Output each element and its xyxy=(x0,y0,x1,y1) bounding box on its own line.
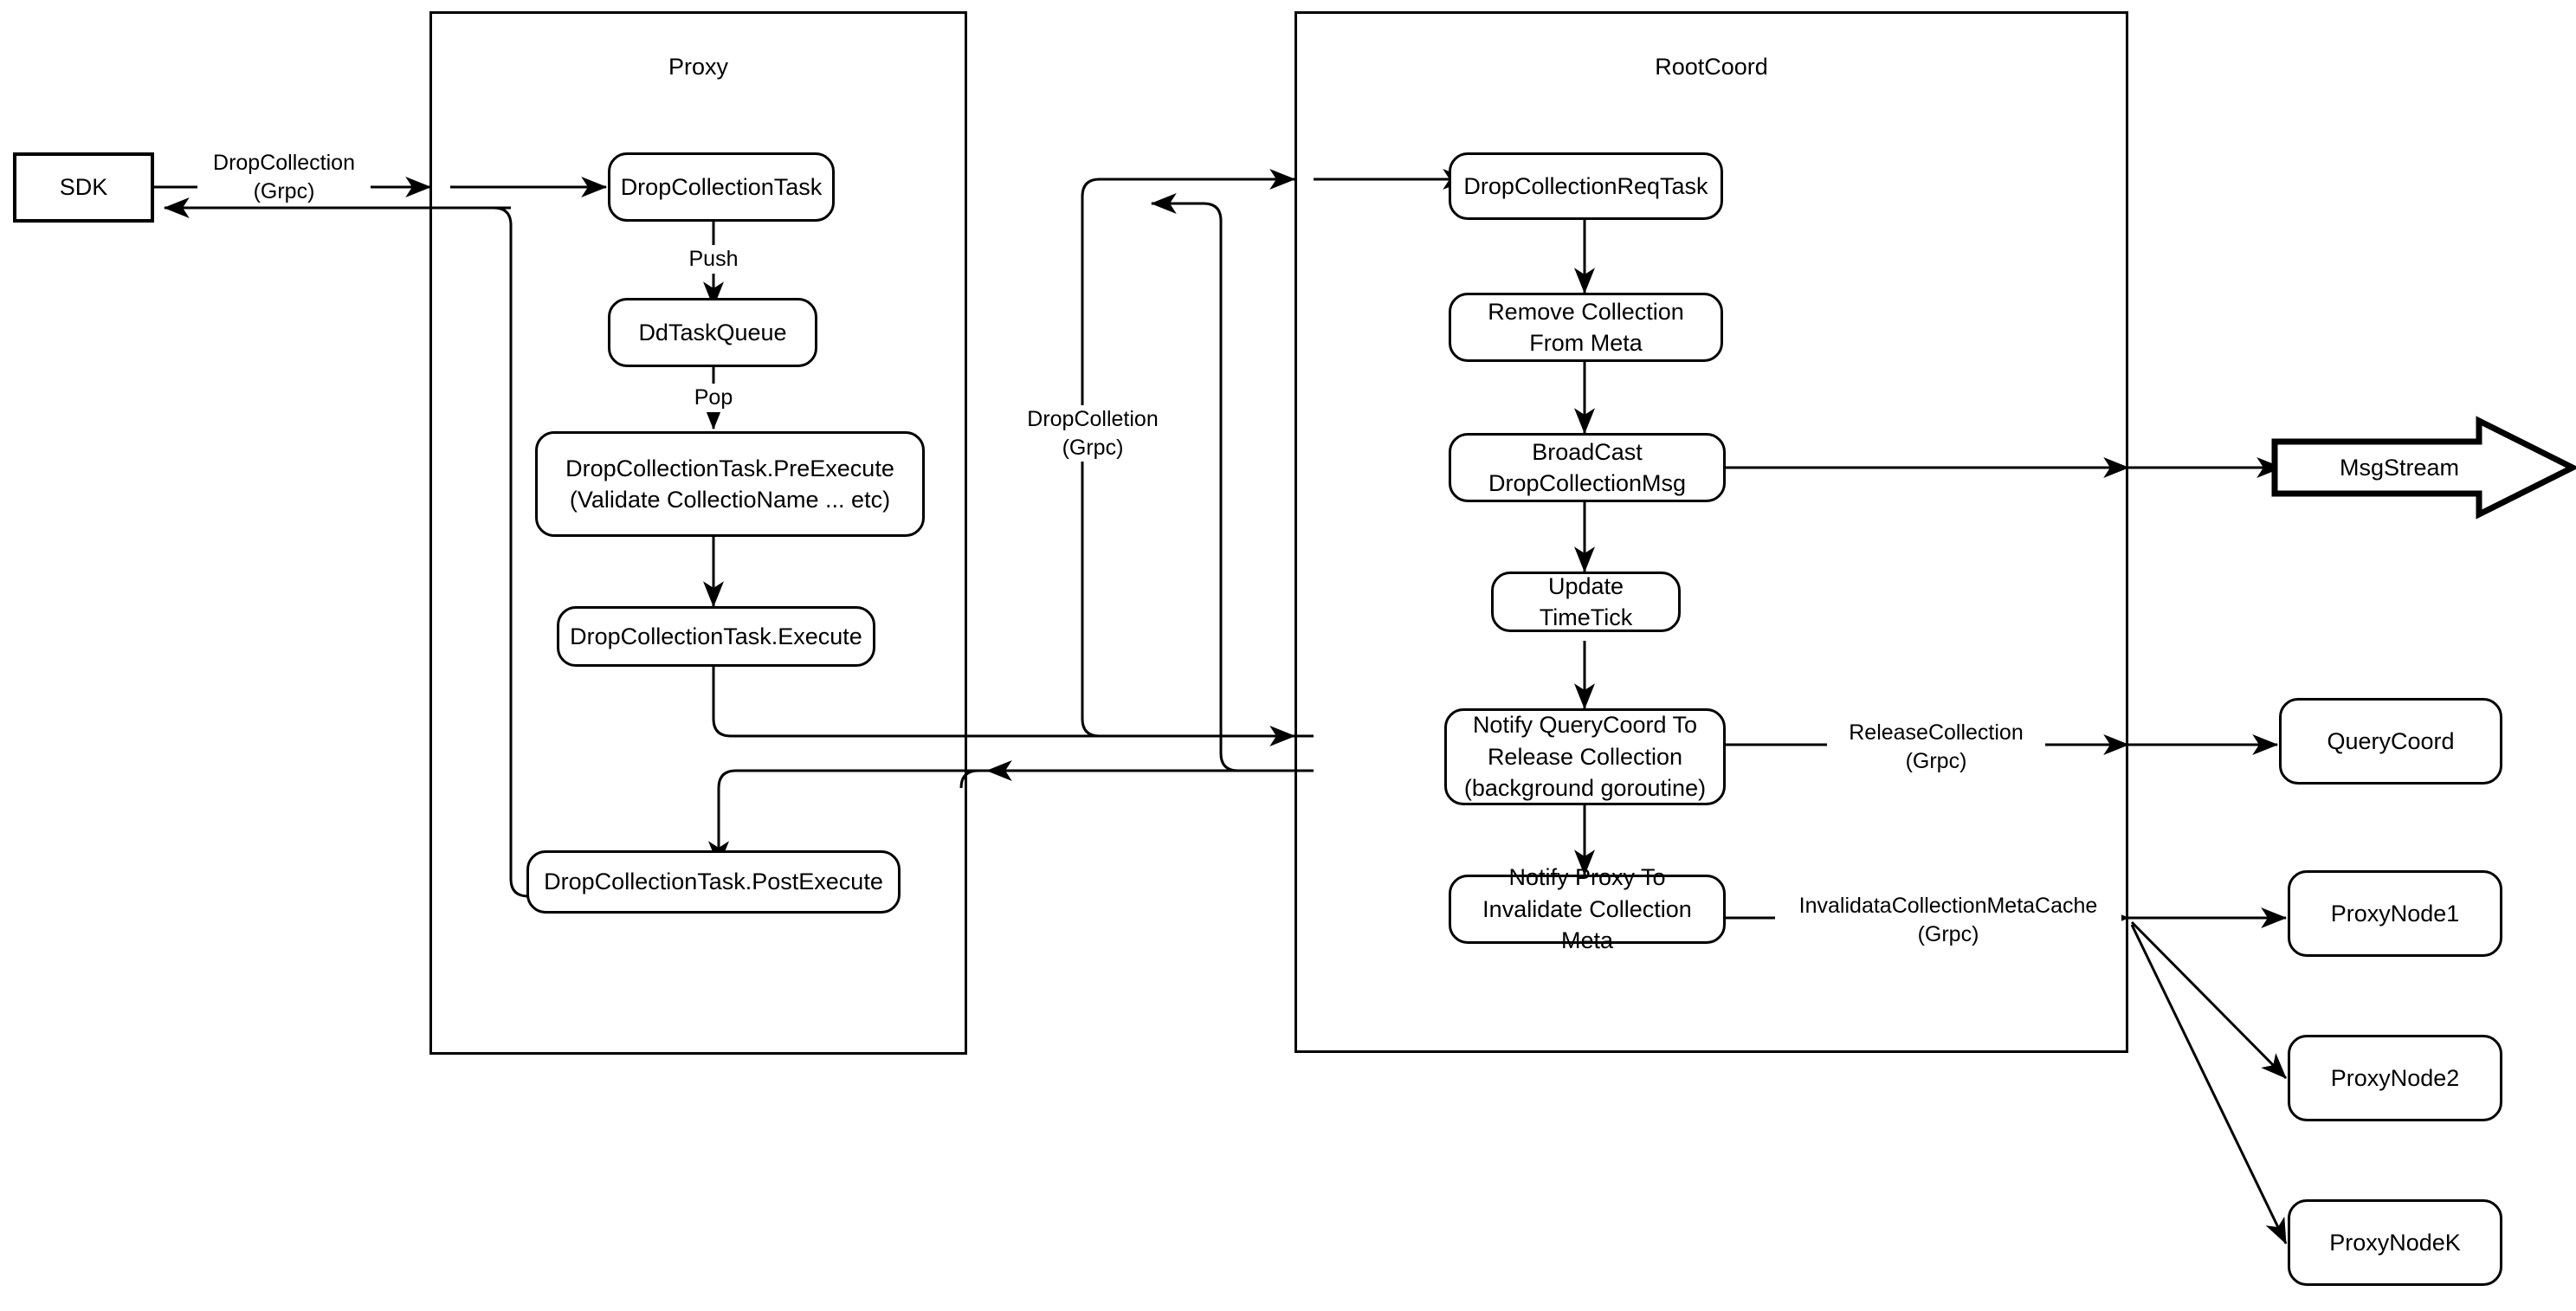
edge-boundary-to-proxynode2 xyxy=(2130,920,2288,1080)
node-notify-proxy[interactable]: Notify Proxy To Invalidate Collection Me… xyxy=(1449,864,1726,953)
node-msgstream-label: MsgStream xyxy=(2339,454,2460,481)
group-proxy-title: Proxy xyxy=(668,54,729,80)
node-notify-querycoord[interactable]: Notify QueryCoord To Release Collection … xyxy=(1444,708,1726,805)
edge-label-sdk-to-proxy: DropCollection (Grpc) xyxy=(197,149,371,205)
node-post-execute[interactable]: DropCollectionTask.PostExecute xyxy=(526,850,901,914)
edge-rootcoord-return-path xyxy=(1160,202,1314,772)
edge-return-into-proxy xyxy=(959,769,1294,789)
node-msgstream[interactable]: MsgStream xyxy=(2271,416,2576,520)
group-proxy: Proxy xyxy=(429,11,967,1055)
node-drop-collection-req-task[interactable]: DropCollectionReqTask xyxy=(1449,152,1723,220)
group-rootcoord-title: RootCoord xyxy=(1655,54,1768,80)
node-sdk[interactable]: SDK xyxy=(13,152,154,223)
edge-boundary-to-proxynodek xyxy=(2130,924,2288,1245)
node-broadcast-drop-collection-msg[interactable]: BroadCast DropCollectionMsg xyxy=(1449,433,1726,502)
node-update-timetick[interactable]: Update TimeTick xyxy=(1491,572,1681,632)
node-pre-execute[interactable]: DropCollectionTask.PreExecute (Validate … xyxy=(535,431,925,537)
node-querycoord[interactable]: QueryCoord xyxy=(2279,698,2502,785)
node-drop-collection-task[interactable]: DropCollectionTask xyxy=(608,152,835,222)
node-proxynode2[interactable]: ProxyNode2 xyxy=(2288,1035,2502,1121)
node-proxynodek[interactable]: ProxyNodeK xyxy=(2288,1199,2502,1286)
msgstream-arrow-icon xyxy=(2271,416,2576,520)
node-dd-task-queue[interactable]: DdTaskQueue xyxy=(608,298,817,367)
node-execute[interactable]: DropCollectionTask.Execute xyxy=(557,606,875,667)
edge-dropcolletion-grpc-up-to-reqtask xyxy=(1081,169,1314,738)
node-proxynode1[interactable]: ProxyNode1 xyxy=(2288,870,2502,957)
node-remove-collection-from-meta[interactable]: Remove Collection From Meta xyxy=(1449,293,1723,362)
edge-label-proxy-to-rootcoord: DropColletion (Grpc) xyxy=(1006,405,1179,462)
